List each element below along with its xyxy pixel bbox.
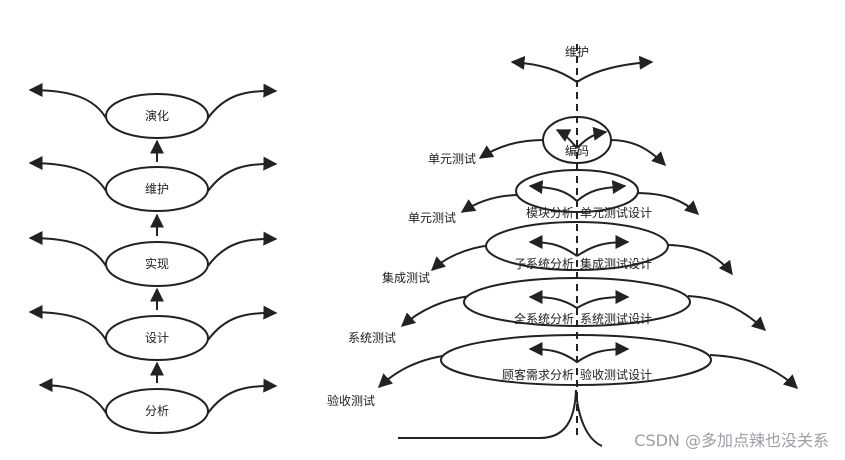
level-analysis-label: 全系统分析 [514,311,574,326]
level-analysis-label: 模块分析 [526,206,574,220]
fountain-left-arrow [28,83,107,119]
fountain-right-arrow [207,231,278,267]
left-stage-stack: 演化 维护 实现 设计 分析 [28,83,278,434]
inner-arrow-right [576,180,627,202]
fountain-right-arrow [207,378,278,414]
inner-arrow-right [576,235,630,257]
side-arrow-right-2 [635,192,700,215]
side-test-label: 验收测试 [327,393,375,408]
side-arrow-right-1 [609,139,666,166]
level-analysis-label: 顾客需求分析 [502,367,574,382]
baseline-left [398,389,577,439]
top-left-arrow [510,55,578,83]
fountain-right-arrow [207,156,278,192]
fountain-left-arrow [28,231,107,267]
level-design-label: 单元测试设计 [580,205,652,220]
baseline-right-curve [575,389,603,447]
right-layered-model: 维护 [327,44,799,447]
stage-ellipse [105,166,209,212]
inner-arrow-left [528,342,578,363]
level-design-label: 系统测试设计 [580,311,652,326]
fountain-left-arrow [28,305,107,341]
top-right-arrow [576,55,654,83]
side-test-label: 集成测试 [382,270,430,285]
inner-arrow-left [528,235,578,257]
level-ellipse-subsystem [485,221,669,271]
stage-evolution: 演化 [28,83,278,139]
stage-label: 分析 [145,404,169,418]
inner-arrow-right [576,126,608,149]
stage-implementation: 实现 [28,231,278,287]
stage-ellipse [105,388,209,434]
watermark-text: CSDN @多加点辣也没关系 [634,431,829,450]
stage-label: 维护 [145,182,169,196]
inner-arrow-right [576,342,630,363]
side-arrow-left-1 [478,139,546,159]
level-design-label: 集成测试设计 [580,256,652,271]
fountain-left-arrow [28,156,107,192]
stage-ellipse [105,93,209,139]
side-test-label: 单元测试 [428,151,476,166]
side-arrow-left-5 [377,354,449,388]
stage-maintenance: 维护 [28,156,278,212]
stage-ellipse [105,315,209,361]
fountain-left-arrow [38,378,107,414]
side-arrow-left-2 [460,194,521,213]
inner-arrow-right [576,290,630,309]
stage-ellipse [105,241,209,287]
fountain-right-arrow [207,305,278,341]
top-maintenance-label: 维护 [565,45,589,59]
stage-label: 实现 [145,256,169,271]
side-arrow-right-3 [665,244,733,276]
fountain-right-arrow [207,83,278,119]
inner-arrow-left [555,129,578,149]
side-arrow-left-4 [400,295,471,327]
stage-design: 设计 [28,305,278,361]
inner-arrow-left [528,180,578,202]
level-analysis-label: 子系统分析 [514,257,574,271]
inner-arrow-left [528,290,578,309]
stage-analysis: 分析 [38,378,278,434]
stage-label: 设计 [145,331,169,345]
side-test-label: 单元测试 [408,210,456,225]
coding-label: 编码 [565,143,589,158]
side-test-label: 系统测试 [348,330,396,345]
side-arrow-right-4 [687,295,767,331]
side-arrow-right-5 [709,354,799,389]
level-design-label: 验收测试设计 [580,367,652,382]
stage-label: 演化 [145,108,169,123]
side-arrow-left-3 [430,244,493,271]
